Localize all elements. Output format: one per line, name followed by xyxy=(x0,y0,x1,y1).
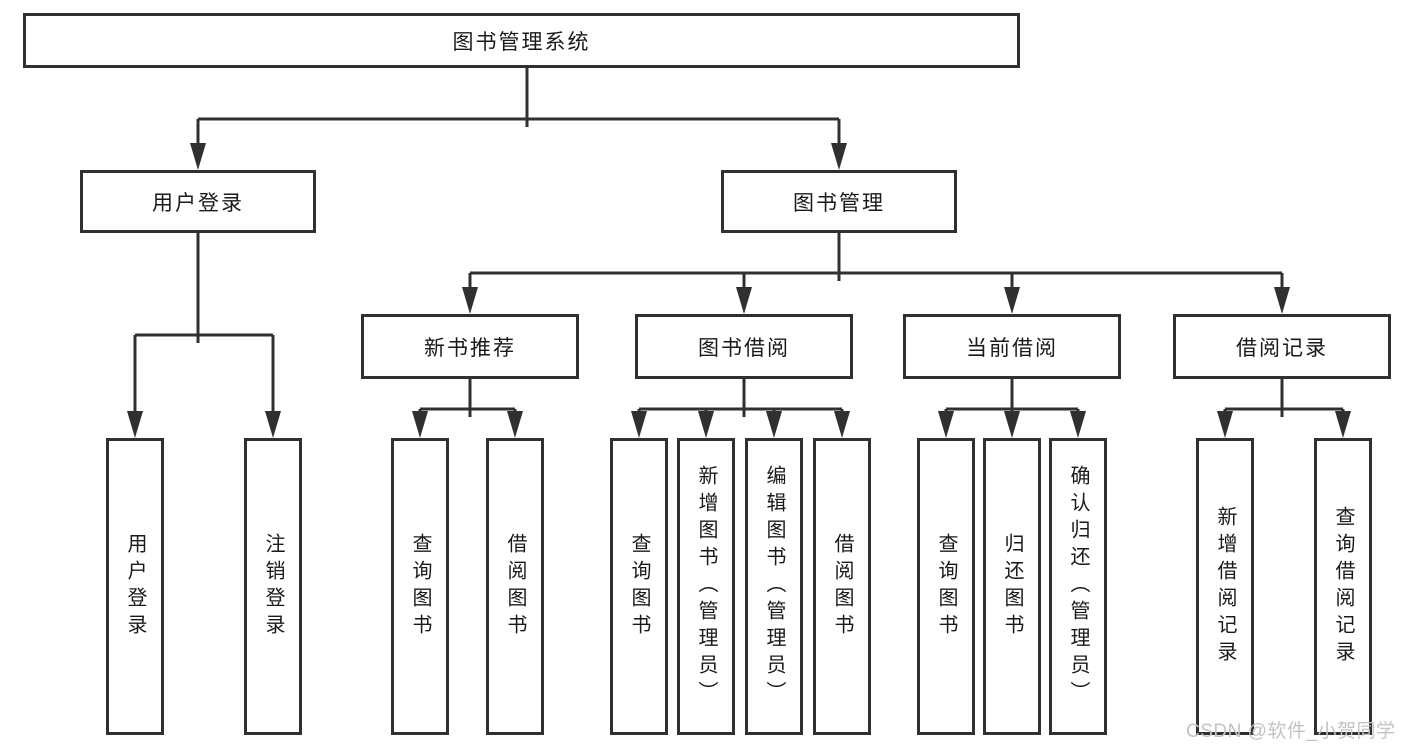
leaf-cb-return-books: 归还图书 xyxy=(983,438,1041,735)
node-new-book-recommend: 新书推荐 xyxy=(361,314,579,379)
leaf-nb-borrow-books: 借阅图书 xyxy=(486,438,544,735)
leaf-cb-query-books: 查询图书 xyxy=(917,438,975,735)
csdn-watermark: CSDN @软件_小贺同学 xyxy=(1186,721,1396,742)
leaf-bb-query-books: 查询图书 xyxy=(610,438,668,735)
node-book-management: 图书管理 xyxy=(721,170,957,233)
node-user-login: 用户登录 xyxy=(80,170,316,233)
node-current-borrowing: 当前借阅 xyxy=(903,314,1121,379)
leaf-br-add-record: 新增借阅记录 xyxy=(1196,438,1254,735)
leaf-logout-login: 注销登录 xyxy=(244,438,302,735)
node-book-borrowing: 图书借阅 xyxy=(635,314,853,379)
leaf-user-login: 用户登录 xyxy=(106,438,164,735)
node-library-management-system: 图书管理系统 xyxy=(23,13,1020,68)
leaf-br-query-record: 查询借阅记录 xyxy=(1314,438,1372,735)
node-borrowing-records: 借阅记录 xyxy=(1173,314,1391,379)
leaf-bb-add-books-admin: 新增图书（管理员） xyxy=(677,438,735,735)
leaf-bb-edit-books-admin: 编辑图书（管理员） xyxy=(745,438,803,735)
leaf-bb-borrow-books: 借阅图书 xyxy=(813,438,871,735)
leaf-nb-query-books: 查询图书 xyxy=(391,438,449,735)
leaf-cb-confirm-return-admin: 确认归还（管理员） xyxy=(1049,438,1107,735)
